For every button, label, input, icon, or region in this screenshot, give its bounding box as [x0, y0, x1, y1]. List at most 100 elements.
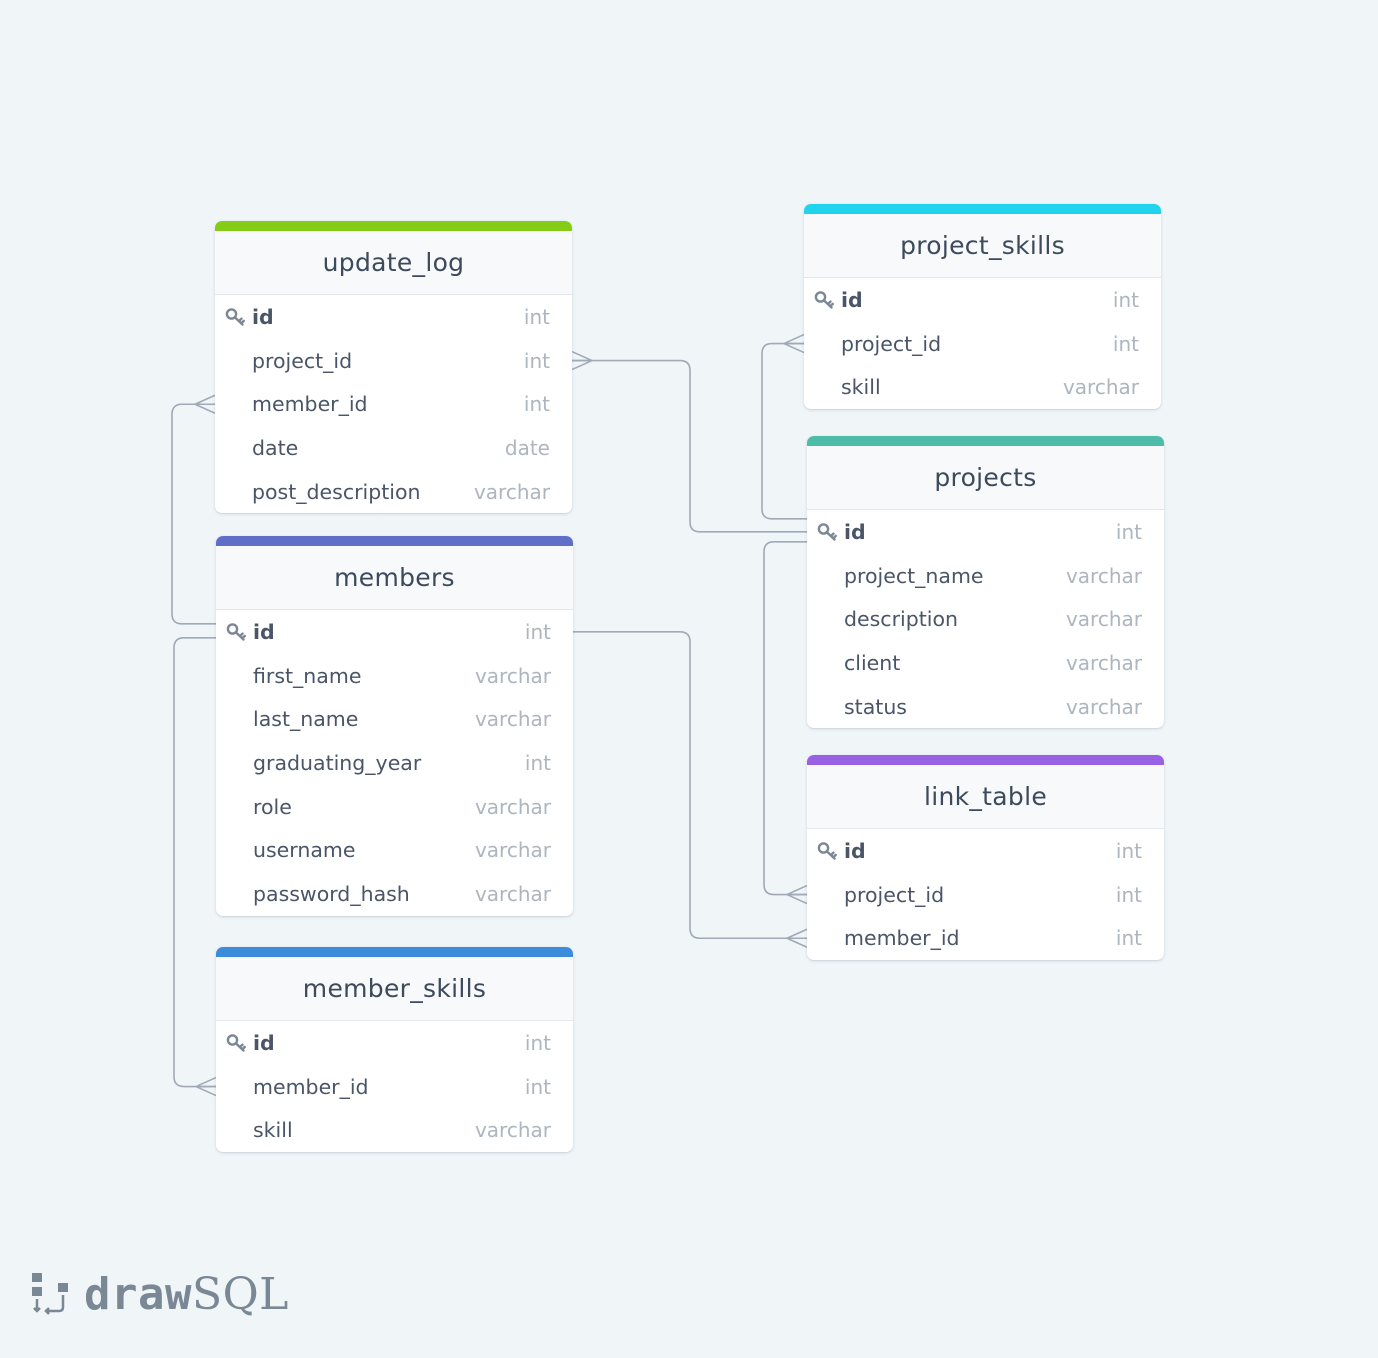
table-title[interactable]: update_log: [215, 231, 572, 295]
primary-key-icon: [226, 622, 253, 642]
column-type: varchar: [474, 838, 551, 863]
column-name: id: [253, 1030, 275, 1055]
key-spacer: [226, 1077, 253, 1097]
table-title[interactable]: link_table: [807, 765, 1164, 829]
column-row[interactable]: id int: [216, 1021, 573, 1065]
column-type: varchar: [473, 479, 550, 504]
column-name: client: [844, 650, 901, 675]
relation-line-project-skills-projects[interactable]: [761, 342, 807, 520]
column-name: graduating_year: [253, 750, 422, 775]
key-spacer: [817, 653, 844, 673]
key-spacer: [225, 351, 252, 371]
relation-line-link-table-members[interactable]: [573, 631, 807, 940]
key-spacer: [225, 438, 252, 458]
key-spacer: [817, 928, 844, 948]
column-type: int: [1115, 882, 1142, 907]
column-name: last_name: [253, 707, 359, 732]
column-name: member_id: [844, 926, 960, 951]
column-name: project_id: [252, 348, 353, 373]
column-name: id: [252, 304, 274, 329]
column-row[interactable]: member_id int: [216, 1065, 573, 1109]
table-title[interactable]: member_skills: [216, 957, 573, 1021]
table-title[interactable]: members: [216, 546, 573, 610]
relation-line-member-skills-members[interactable]: [173, 637, 216, 1088]
column-type: int: [524, 1030, 551, 1055]
drawsql-logo-icon: [32, 1273, 68, 1315]
column-name: id: [844, 519, 866, 544]
drawsql-logo: drawSQL: [32, 1268, 289, 1320]
column-type: int: [523, 392, 550, 417]
key-spacer: [817, 885, 844, 905]
column-name: role: [253, 794, 292, 819]
primary-key-icon: [817, 522, 844, 542]
column-name: id: [841, 287, 863, 312]
table-title[interactable]: project_skills: [804, 214, 1161, 278]
relation-line-update-log-members[interactable]: [171, 403, 216, 625]
key-spacer: [814, 334, 841, 354]
column-name: member_id: [253, 1074, 369, 1099]
table-color-bar: [216, 536, 573, 546]
column-row[interactable]: graduating_year int: [216, 741, 573, 785]
column-type: date: [504, 435, 550, 460]
column-row[interactable]: id int: [807, 510, 1164, 554]
column-row[interactable]: project_id int: [215, 339, 572, 383]
primary-key-icon: [226, 1033, 253, 1053]
key-spacer: [225, 482, 252, 502]
relation-line-link-table-projects[interactable]: [763, 541, 807, 896]
column-name: id: [844, 838, 866, 863]
crows-foot-icon: [786, 884, 808, 905]
table-color-bar: [807, 436, 1164, 446]
column-type: int: [523, 348, 550, 373]
key-spacer: [225, 394, 252, 414]
key-spacer: [817, 566, 844, 586]
column-type: int: [524, 1074, 551, 1099]
column-name: skill: [841, 375, 881, 400]
column-name: post_description: [252, 479, 421, 504]
crows-foot-icon: [571, 350, 593, 371]
column-row[interactable]: client varchar: [807, 641, 1164, 685]
primary-key-icon: [225, 307, 252, 327]
column-row[interactable]: post_description varchar: [215, 470, 572, 514]
key-spacer: [814, 377, 841, 397]
key-spacer: [226, 797, 253, 817]
column-type: int: [524, 750, 551, 775]
column-type: int: [524, 619, 551, 644]
column-name: password_hash: [253, 881, 410, 906]
table-color-bar: [215, 221, 572, 231]
column-type: int: [1115, 519, 1142, 544]
key-spacer: [817, 697, 844, 717]
column-row[interactable]: id int: [216, 610, 573, 654]
relation-line-update-log-projects[interactable]: [572, 359, 807, 533]
key-spacer: [226, 753, 253, 773]
table-title[interactable]: projects: [807, 446, 1164, 510]
key-spacer: [226, 840, 253, 860]
key-spacer: [226, 884, 253, 904]
column-name: id: [253, 619, 275, 644]
column-type: varchar: [1065, 650, 1142, 675]
